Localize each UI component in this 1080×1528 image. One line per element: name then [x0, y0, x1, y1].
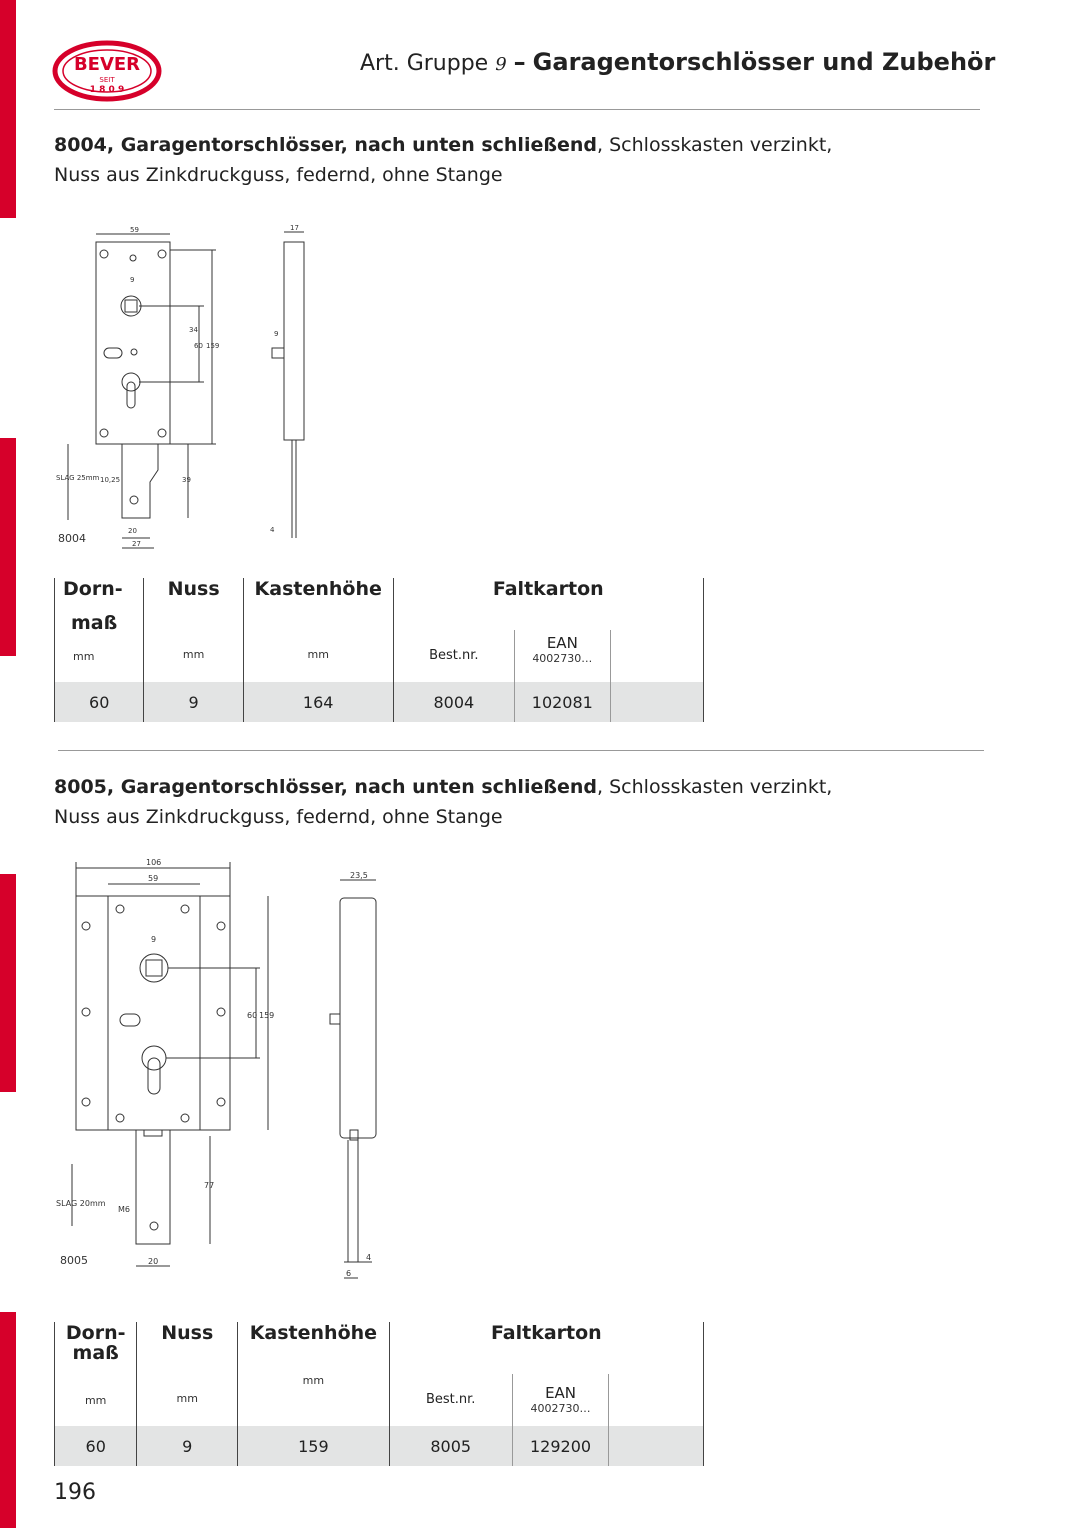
cell-dornmass: 60: [53, 682, 144, 722]
ean-prefix: 4002730…: [530, 1402, 591, 1415]
col-header-mass: maß: [72, 1342, 119, 1364]
edge-marker: [0, 1312, 16, 1528]
col-header-faltkarton: Faltkarton: [490, 1322, 602, 1344]
svg-text:1 8 0 9: 1 8 0 9: [90, 85, 124, 95]
product-desc: , Schlosskasten verzinkt,: [597, 776, 833, 798]
edge-marker: [0, 0, 16, 218]
header-divider: [54, 109, 980, 110]
unit-kastenhoehe: mm: [307, 648, 329, 661]
product-heading: 8005, Garagentorschlösser, nach unten sc…: [54, 772, 1014, 832]
cell-dornmass: 60: [53, 1426, 137, 1466]
cell-nuss: 9: [136, 1426, 238, 1466]
cell-nuss: 9: [143, 682, 244, 722]
technical-drawing: 59 17 9 34 60 159 9 SLAG 25mm 10,25 39 2…: [54, 220, 334, 564]
svg-text:SLAG 20mm: SLAG 20mm: [56, 1199, 106, 1208]
svg-text:8005: 8005: [60, 1254, 88, 1267]
unit-kastenhoehe: mm: [302, 1374, 325, 1387]
cell-ean: 102081: [514, 682, 611, 722]
svg-text:159: 159: [259, 1011, 274, 1020]
unit-ean: EAN: [546, 634, 578, 652]
svg-text:17: 17: [290, 224, 299, 232]
header-dash: –: [513, 48, 526, 76]
col-header-kastenhoehe: Kastenhöhe: [249, 1322, 378, 1344]
product-heading: 8004, Garagentorschlösser, nach unten sc…: [54, 130, 1014, 190]
header-prefix: Art. Gruppe: [360, 51, 489, 76]
cell-bestnr: 8005: [388, 1426, 513, 1466]
unit-bestnr: Best.nr.: [425, 1392, 476, 1407]
svg-text:20: 20: [148, 1257, 158, 1266]
table-row: 60 9 164 8004 102081: [53, 682, 705, 722]
unit-dornmass: mm: [84, 1394, 107, 1407]
unit-dornmass: mm: [73, 650, 95, 663]
unit-nuss: mm: [182, 648, 205, 661]
product-table: Dorn-maß Nuss Kastenhöhe Faltkarton mm m…: [53, 1322, 705, 1466]
col-header-faltkarton: Faltkarton: [492, 578, 604, 600]
col-header-kastenhoehe: Kastenhöhe: [254, 578, 382, 600]
svg-text:60: 60: [194, 342, 203, 350]
svg-text:23,5: 23,5: [350, 871, 368, 880]
svg-text:20: 20: [128, 527, 137, 535]
edge-marker: [0, 874, 16, 1092]
col-header-nuss: Nuss: [167, 578, 220, 600]
product-desc-line2: Nuss aus Zinkdruckguss, federnd, ohne St…: [54, 164, 503, 186]
svg-text:9: 9: [130, 276, 134, 284]
col-header-nuss: Nuss: [161, 1322, 214, 1344]
svg-text:59: 59: [148, 874, 158, 883]
product-table: Dorn- Nuss Kastenhöhe Faltkarton maß mm m…: [53, 578, 705, 722]
unit-bestnr: Best.nr.: [429, 648, 479, 663]
svg-text:4: 4: [366, 1253, 371, 1262]
page-number: 196: [54, 1480, 96, 1505]
col-header-mass: maß: [71, 612, 118, 634]
svg-text:4: 4: [270, 526, 275, 534]
unit-ean: EAN: [545, 1384, 577, 1402]
svg-text:106: 106: [146, 858, 161, 867]
edge-marker: [0, 438, 16, 656]
unit-nuss: mm: [176, 1392, 198, 1405]
svg-text:39: 39: [182, 476, 191, 484]
page-header: Art. Gruppe 9 – Garagentorschlösser und …: [360, 48, 995, 76]
svg-text:34: 34: [189, 326, 198, 334]
cell-ean: 129200: [511, 1426, 609, 1466]
svg-text:SEIT: SEIT: [99, 76, 115, 84]
col-header-dornmass: Dorn-: [63, 578, 123, 600]
svg-text:77: 77: [204, 1181, 214, 1190]
product-title: 8005, Garagentorschlösser, nach unten sc…: [54, 776, 598, 798]
product-desc-line2: Nuss aus Zinkdruckguss, federnd, ohne St…: [54, 806, 503, 828]
section-divider: [58, 750, 984, 751]
ean-prefix: 4002730…: [532, 652, 593, 665]
product-title: 8004, Garagentorschlösser, nach unten sc…: [54, 134, 598, 156]
brand-logo: BEVER SEIT 1 8 0 9: [52, 40, 162, 106]
svg-text:10,25: 10,25: [100, 476, 120, 484]
header-group-no: 9: [495, 54, 507, 75]
cell-bestnr: 8004: [392, 682, 515, 722]
svg-text:BEVER: BEVER: [74, 54, 140, 75]
svg-text:8004: 8004: [58, 532, 86, 545]
svg-text:59: 59: [130, 226, 139, 234]
svg-text:27: 27: [132, 540, 141, 548]
svg-text:6: 6: [346, 1269, 351, 1278]
technical-drawing: 106 59 23,5 9 60 159 SLAG 20mm M6 77 20 …: [54, 854, 394, 1288]
col-header-dornmass: Dorn-: [65, 1322, 126, 1344]
product-desc: , Schlosskasten verzinkt,: [597, 134, 833, 156]
svg-text:60: 60: [247, 1011, 257, 1020]
table-row: 60 9 159 8005 129200: [53, 1426, 704, 1466]
cell-kastenhoehe: 159: [237, 1426, 390, 1466]
cell-kastenhoehe: 164: [242, 682, 394, 722]
svg-text:9: 9: [274, 330, 278, 338]
svg-text:SLAG 25mm: SLAG 25mm: [56, 474, 100, 482]
header-title: Garagentorschlösser und Zubehör: [532, 48, 996, 76]
svg-text:M6: M6: [118, 1205, 130, 1214]
svg-text:9: 9: [151, 935, 156, 944]
svg-text:159: 159: [206, 342, 219, 350]
